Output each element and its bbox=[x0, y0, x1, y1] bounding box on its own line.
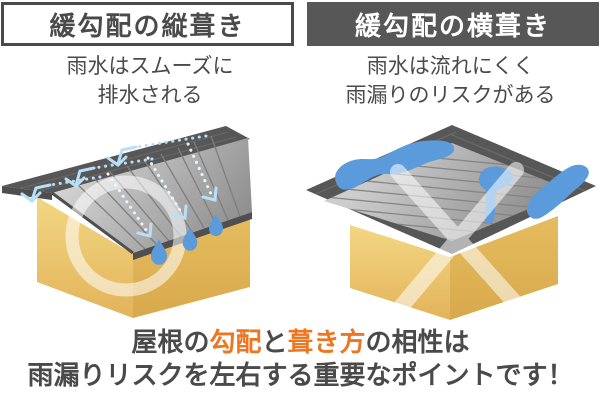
water-flow-arrows bbox=[106, 142, 218, 238]
message-segment-highlight: 葺き方 bbox=[287, 327, 366, 357]
house-wall bbox=[133, 216, 250, 318]
description-line: 雨水はスムーズに bbox=[66, 55, 234, 78]
roof-comparison-illustration bbox=[2, 125, 596, 320]
house-bad-illustration bbox=[306, 125, 596, 320]
puddle bbox=[526, 164, 589, 219]
header-label: 緩勾配の縦葺き bbox=[49, 10, 246, 41]
message-segment: と bbox=[261, 327, 288, 357]
ok-circle-icon bbox=[65, 175, 187, 297]
house-wall bbox=[450, 216, 558, 320]
header-badge-vertical-roofing: 緩勾配の縦葺き bbox=[1, 2, 294, 46]
bottom-message: 屋根の勾配と葺き方の相性は 雨漏りリスクを左右する重要なポイントです！ bbox=[0, 326, 601, 392]
water-flow-arrows bbox=[20, 134, 208, 203]
bottom-message-line1: 屋根の勾配と葺き方の相性は bbox=[0, 326, 601, 359]
header-badge-horizontal-roofing: 緩勾配の横葺き bbox=[307, 2, 599, 46]
raindrop-icon bbox=[150, 214, 223, 265]
description-horizontal-roofing: 雨水は流れにくく 雨漏りのリスクがある bbox=[300, 52, 601, 110]
ng-cross-icon bbox=[390, 162, 526, 316]
description-line: 雨漏りのリスクがある bbox=[345, 84, 556, 107]
description-line: 排水される bbox=[97, 84, 203, 107]
message-segment: 屋根の bbox=[131, 327, 210, 357]
house-good-illustration bbox=[2, 126, 252, 318]
message-segment: の相性は bbox=[365, 327, 470, 357]
header-label: 緩勾配の横葺き bbox=[354, 10, 551, 41]
house-wall bbox=[350, 225, 450, 320]
message-segment-highlight: 勾配 bbox=[209, 327, 262, 357]
bottom-message-line2: 雨漏りリスクを左右する重要なポイントです！ bbox=[27, 360, 574, 390]
description-line: 雨水は流れにくく bbox=[366, 55, 535, 78]
description-vertical-roofing: 雨水はスムーズに 排水される bbox=[0, 52, 300, 110]
